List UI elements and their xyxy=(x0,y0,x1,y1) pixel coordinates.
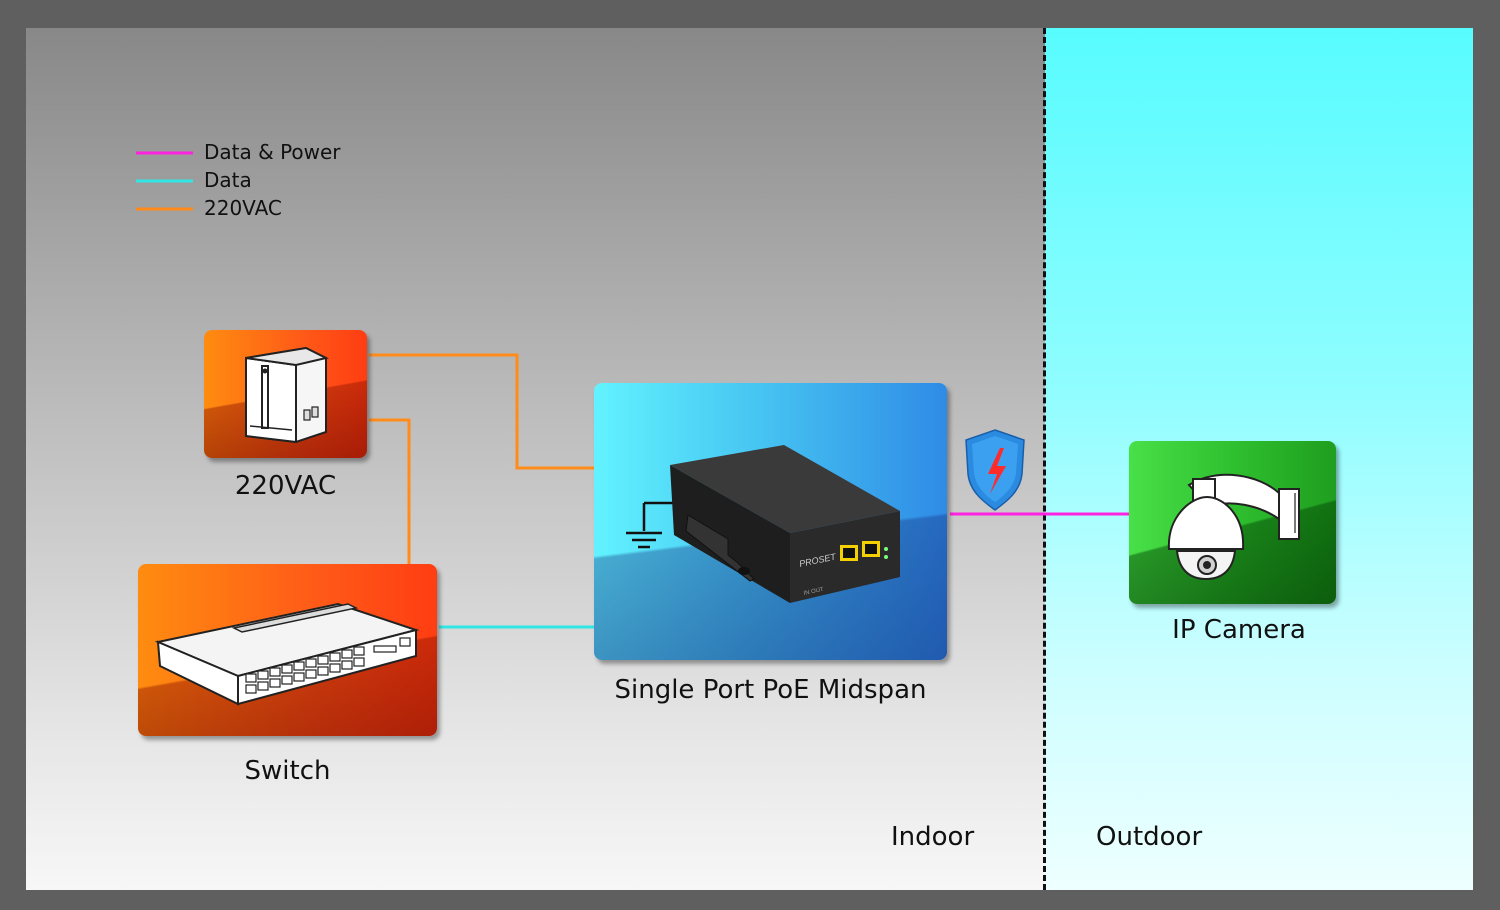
switch-label: Switch xyxy=(244,756,331,786)
legend-label-ac: 220VAC xyxy=(204,196,282,220)
poe-injector-icon xyxy=(670,445,900,603)
outdoor-label: Outdoor xyxy=(1096,822,1203,852)
diagram-canvas: Data & Power Data 220VAC 220VAC xyxy=(26,28,1473,890)
connection-wires xyxy=(136,151,1129,629)
ups-label: 220VAC xyxy=(234,471,337,501)
midspan-label: Single Port PoE Midspan xyxy=(614,675,927,705)
network-switch-icon xyxy=(154,602,420,706)
ptz-dome-camera-icon xyxy=(1167,473,1300,581)
switch-node[interactable] xyxy=(138,564,437,736)
midspan-node[interactable]: PROSET IN OUT xyxy=(594,383,947,660)
lightning-shield-icon xyxy=(965,429,1025,511)
legend-label-data-power: Data & Power xyxy=(204,140,341,164)
legend-label-data: Data xyxy=(204,168,252,192)
wire-ac-ups-switch xyxy=(369,418,411,565)
camera-node[interactable] xyxy=(1129,441,1336,604)
camera-label: IP Camera xyxy=(1172,615,1306,645)
wire-ac-ups-midspan xyxy=(369,353,594,470)
indoor-outdoor-divider xyxy=(1043,28,1046,890)
ups-power-supply-icon xyxy=(245,346,329,444)
device-port-text: IN OUT xyxy=(803,587,824,597)
ups-node[interactable] xyxy=(204,330,367,458)
indoor-label: Indoor xyxy=(891,822,975,852)
